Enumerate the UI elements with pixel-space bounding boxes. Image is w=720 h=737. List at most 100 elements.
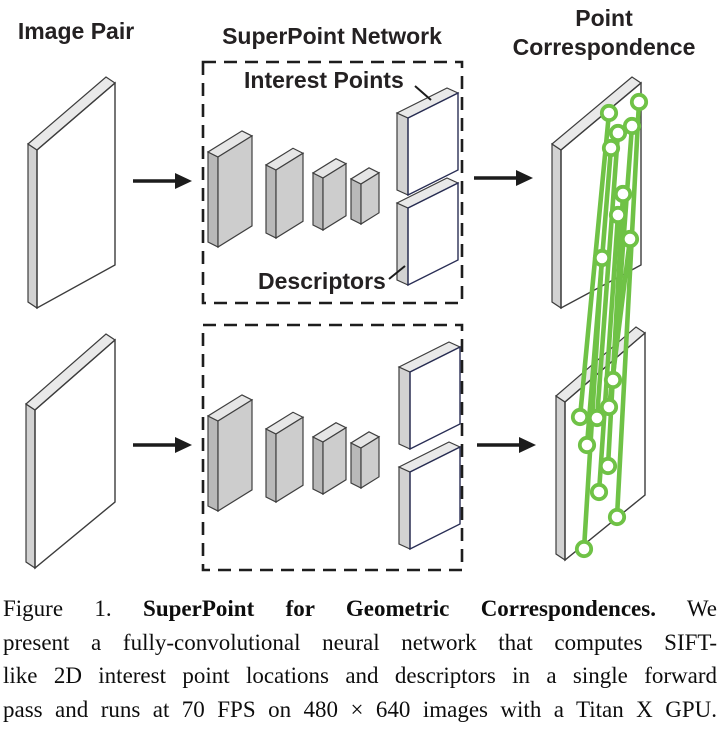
- interest-dot: [444, 131, 446, 135]
- interest-dot: [442, 140, 445, 146]
- interest-dot: [416, 135, 418, 140]
- interest-dot: [423, 432, 425, 437]
- interest-dot: [440, 411, 442, 415]
- descriptor-blob: [413, 256, 423, 276]
- interest-dot: [416, 380, 418, 384]
- cnn-layer-side: [312, 436, 324, 495]
- figure-caption: Figure 1. SuperPoint for Geometric Corre…: [0, 592, 720, 726]
- interest-dot: [447, 103, 449, 107]
- interest-dot: [424, 130, 426, 133]
- map-top-edge: [395, 87, 460, 119]
- interest-dot: [419, 153, 422, 159]
- interest-dot: [438, 105, 441, 110]
- interest-dot: [417, 115, 419, 119]
- interest-dot: [417, 168, 419, 172]
- photo-top-edge: [551, 76, 642, 151]
- interest-dot: [427, 177, 429, 182]
- match-point: [587, 408, 607, 428]
- photo-region: [86, 349, 95, 575]
- interest-dot: [438, 402, 440, 406]
- interest-dot: [434, 157, 436, 161]
- label-image-pair: Image Pair: [17, 18, 135, 44]
- descriptor-blob: [433, 505, 442, 523]
- interest-dot: [430, 414, 432, 419]
- interest-dot: [417, 142, 419, 146]
- interest-dot: [445, 136, 448, 142]
- label-point-correspondence: Point Correspondence: [492, 4, 716, 62]
- cnn-layer-side: [265, 428, 277, 503]
- interest-dot: [418, 386, 420, 390]
- interest-dot: [450, 164, 453, 170]
- descriptor-blob: [444, 248, 452, 264]
- label-superpoint-network: SuperPoint Network: [222, 23, 442, 49]
- interest-dot: [435, 126, 437, 131]
- interest-dot: [427, 400, 429, 405]
- interest-dot: [442, 412, 444, 416]
- interest-dot: [444, 420, 446, 425]
- interest-dot: [453, 108, 455, 112]
- match-point: [570, 407, 590, 427]
- interest-dot: [424, 118, 426, 122]
- descriptor-hot-spot: [429, 500, 435, 512]
- interest-dot: [413, 432, 416, 438]
- interest-dot: [435, 419, 437, 423]
- caption-line1-tail: We: [686, 596, 717, 621]
- interest-dot: [432, 382, 434, 386]
- descriptor-hot-spot: [430, 204, 450, 245]
- interest-dot: [412, 435, 414, 440]
- descriptor-blob: [412, 490, 421, 508]
- interest-dot: [417, 167, 419, 171]
- interest-dot: [434, 374, 437, 380]
- label-interest-points: Interest Points: [244, 67, 404, 93]
- interest-dot: [415, 384, 417, 389]
- interest-dot: [440, 361, 443, 367]
- interest-dot: [436, 155, 439, 161]
- interest-dot: [439, 114, 442, 120]
- interest-dot: [432, 136, 435, 142]
- cnn-layer-side: [265, 164, 277, 239]
- interest-dot: [442, 171, 444, 175]
- interest-dot: [409, 119, 412, 125]
- match-line: [581, 255, 605, 552]
- interest-dot: [437, 385, 439, 388]
- interest-dot: [431, 408, 433, 412]
- interest-dot: [416, 374, 419, 380]
- interest-dot: [451, 144, 454, 150]
- interest-dot: [434, 372, 437, 377]
- caption-figure-number: Figure 1.: [3, 596, 112, 621]
- arrow-head-icon: [519, 437, 536, 453]
- descriptor-blob: [422, 213, 430, 229]
- caption-line-4: pass and runs at 70 FPS on 480 × 640 ima…: [3, 696, 717, 722]
- interest-dot: [439, 421, 441, 425]
- interest-dot: [440, 170, 443, 175]
- descriptor-hot-spot: [435, 214, 445, 234]
- interest-dot: [426, 139, 428, 144]
- interest-dot: [453, 406, 455, 410]
- interest-dot: [452, 411, 454, 415]
- interest-dot: [443, 140, 445, 144]
- interest-dot: [448, 150, 451, 155]
- interest-dot: [417, 151, 419, 155]
- match-point: [577, 435, 597, 455]
- descriptor-hot-spot: [425, 492, 439, 521]
- interest-dot: [413, 388, 416, 393]
- photo-region: [561, 111, 597, 387]
- photo-side-edge: [27, 142, 38, 310]
- interest-dot: [451, 151, 454, 157]
- interest-dot: [427, 377, 430, 383]
- map-side-edge: [398, 366, 411, 450]
- interest-dot: [449, 421, 451, 425]
- match-point: [601, 138, 621, 158]
- map-outline: [409, 345, 461, 451]
- photo-outline: [560, 81, 642, 310]
- caption-bold-title: SuperPoint for Geometric Correspondences…: [143, 596, 656, 621]
- interest-dot: [413, 372, 415, 376]
- interest-dot: [456, 374, 458, 379]
- photo-outline: [36, 81, 116, 310]
- match-point: [608, 205, 628, 225]
- network-box-top: [201, 60, 464, 305]
- photo-region: [625, 325, 645, 561]
- interest-dot: [424, 418, 426, 421]
- photo-region: [83, 110, 112, 292]
